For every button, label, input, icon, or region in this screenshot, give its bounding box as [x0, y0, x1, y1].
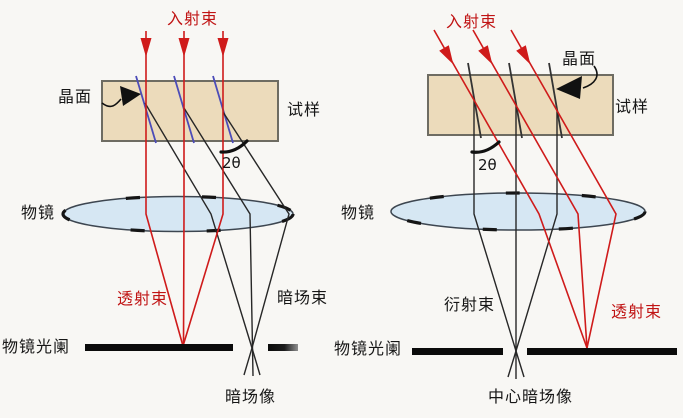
right-crystal-plane-pointer-arrow [556, 65, 598, 99]
right-objective-aperture-bars [412, 348, 677, 355]
left-dark-field-beam-label: 暗场束 [277, 288, 329, 307]
down-arrow-icon [178, 38, 190, 57]
left-dark-field-image-label: 暗场像 [225, 387, 277, 406]
right-angle-arc [470, 140, 501, 154]
down-arrow-icon [140, 38, 152, 57]
right-crystal-plane-label: 晶面 [562, 49, 597, 68]
left-objective-lens-label: 物镜 [21, 203, 56, 222]
left-objective-aperture-bars [85, 344, 298, 351]
left-incident-transmitted-beams [140, 31, 229, 347]
right-centered-dark-field-image-label: 中心暗场像 [488, 387, 574, 406]
right-diffracted-beam-label: 衍射束 [444, 295, 496, 314]
right-objective-lens [389, 191, 647, 232]
left-diffracted-dark-field-beams [144, 102, 290, 377]
left-incident-beam-label: 入射束 [167, 9, 219, 28]
left-angle-arc [219, 139, 249, 154]
tilted-arrow-icon [478, 45, 493, 65]
tilted-arrow-icon [516, 45, 531, 65]
left-crystal-plane-pointer-arrow [101, 86, 141, 108]
right-diffracted-beams [473, 100, 558, 379]
left-crystal-plane-label: 晶面 [58, 87, 93, 106]
right-incident-transmitted-beams [433, 29, 617, 349]
left-specimen-label: 试样 [287, 100, 322, 119]
left-angle-label: 2θ [222, 154, 241, 172]
left-objective-aperture-label: 物镜光阑 [2, 337, 71, 356]
left-transmitted-beam-label: 透射束 [117, 289, 169, 308]
right-specimen-label: 试样 [615, 97, 650, 116]
right-objective-aperture-label: 物镜光阑 [334, 339, 403, 358]
right-incident-beam-label: 入射束 [446, 12, 498, 31]
right-angle-label: 2θ [478, 156, 497, 174]
right-transmitted-beam-label: 透射束 [611, 302, 663, 321]
left-objective-lens [61, 194, 295, 234]
tilted-arrow-icon [439, 45, 454, 65]
down-arrow-icon [217, 38, 229, 57]
right-objective-lens-label: 物镜 [341, 203, 376, 222]
